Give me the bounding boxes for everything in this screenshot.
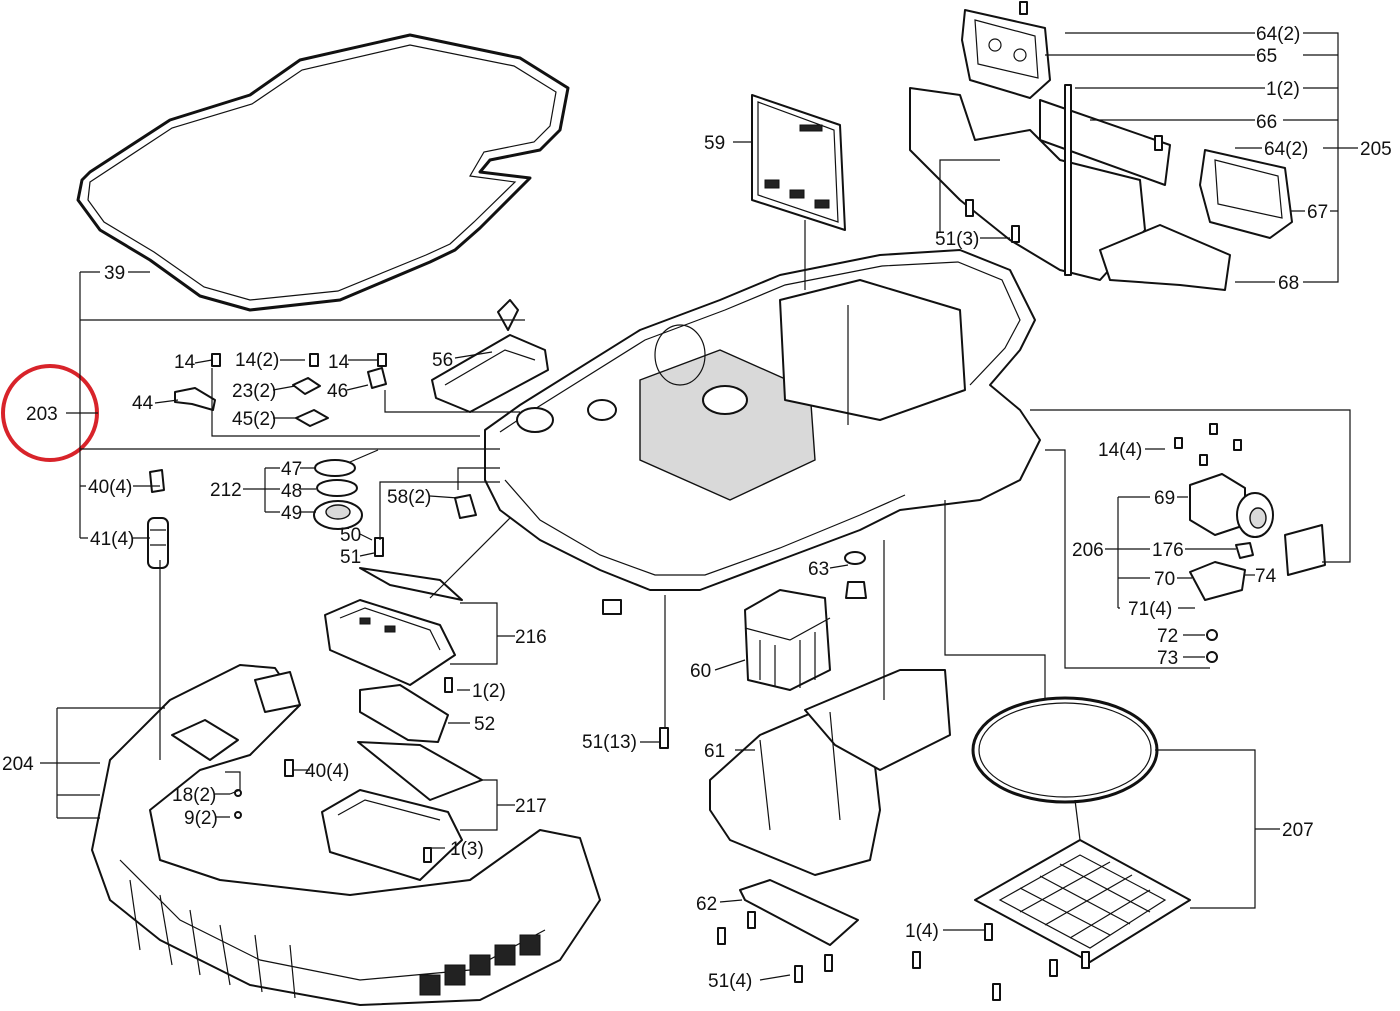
label-44: 44: [132, 393, 154, 414]
label-207: 207: [1282, 820, 1314, 841]
label-40-4-a: 40(4): [88, 477, 132, 498]
label-9-2: 9(2): [184, 808, 218, 829]
part-63-plug: [844, 551, 867, 599]
label-48: 48: [281, 481, 302, 502]
label-63: 63: [808, 559, 829, 580]
label-60: 60: [690, 661, 711, 682]
label-56: 56: [432, 350, 453, 371]
label-51-13: 51(13): [582, 732, 637, 753]
part-60-battery: [744, 589, 831, 691]
label-46: 46: [327, 381, 348, 402]
part-204-front-bumper: [91, 664, 601, 1006]
part-52-cap: [359, 684, 449, 743]
label-50: 50: [340, 525, 361, 546]
label-40-4-b: 40(4): [305, 761, 349, 782]
label-59: 59: [704, 133, 725, 154]
label-1-4: 1(4): [905, 921, 939, 942]
label-66: 66: [1256, 112, 1277, 133]
part-56-bracket: [431, 299, 549, 413]
part-41-post: [147, 469, 169, 569]
label-64-2-a: 64(2): [1256, 24, 1300, 45]
label-69: 69: [1154, 488, 1175, 509]
label-51-4: 51(4): [708, 971, 752, 992]
label-203: 203: [26, 404, 58, 425]
part-44-bracket: [174, 387, 216, 411]
label-71-4: 71(4): [1128, 599, 1172, 620]
label-47: 47: [281, 459, 302, 480]
label-1-2-a: 1(2): [1266, 79, 1300, 100]
part-207-cutting-disc: [971, 696, 1191, 963]
label-64-2-b: 64(2): [1264, 139, 1308, 160]
label-216: 216: [515, 627, 547, 648]
label-39: 39: [104, 263, 125, 284]
part-46-clip: [367, 367, 387, 389]
label-67: 67: [1307, 202, 1328, 223]
label-68: 68: [1278, 273, 1299, 294]
label-52: 52: [474, 714, 495, 735]
label-72: 72: [1157, 626, 1178, 647]
label-61: 61: [704, 741, 725, 762]
label-1-3: 1(3): [450, 839, 484, 860]
label-1-2-b: 1(2): [472, 681, 506, 702]
fasteners: [211, 1, 1242, 1001]
label-51-3: 51(3): [935, 229, 979, 250]
label-62: 62: [696, 894, 717, 915]
part-62-plate: [739, 879, 859, 946]
label-14-b: 14: [328, 352, 350, 373]
label-70: 70: [1154, 569, 1175, 590]
part-23-clip: [292, 377, 321, 395]
label-51-a: 51: [340, 547, 361, 568]
leader-lines: [40, 32, 1358, 981]
part-206-motor: [1189, 473, 1326, 601]
part-205-bumper-assembly: [909, 9, 1293, 291]
part-main-chassis: [484, 249, 1041, 591]
part-58-clip: [454, 494, 477, 519]
part-39-wire-loop: [76, 33, 570, 312]
label-206: 206: [1072, 540, 1104, 561]
part-216-cover: [324, 567, 463, 686]
label-14-a: 14: [174, 352, 196, 373]
label-45-2: 45(2): [232, 409, 276, 430]
label-176: 176: [1152, 540, 1184, 561]
part-labels: 39 203 40(4) 41(4) 14 14(2) 14 44 23(2) …: [2, 24, 1392, 992]
label-49: 49: [281, 503, 302, 524]
label-73: 73: [1157, 648, 1178, 669]
part-45-clip: [295, 409, 329, 427]
label-205: 205: [1360, 139, 1392, 160]
label-14-4: 14(4): [1098, 440, 1142, 461]
label-18-2: 18(2): [172, 785, 216, 806]
part-61-housing: [709, 669, 951, 876]
label-41-4: 41(4): [90, 529, 134, 550]
label-23-2: 23(2): [232, 381, 276, 402]
label-58-2: 58(2): [387, 487, 431, 508]
label-212: 212: [210, 480, 242, 501]
label-14-2: 14(2): [235, 350, 279, 371]
label-74: 74: [1255, 566, 1277, 587]
label-204: 204: [2, 754, 34, 775]
label-217: 217: [515, 796, 547, 817]
label-65: 65: [1256, 46, 1277, 67]
part-212-seal-stack: [313, 449, 379, 530]
